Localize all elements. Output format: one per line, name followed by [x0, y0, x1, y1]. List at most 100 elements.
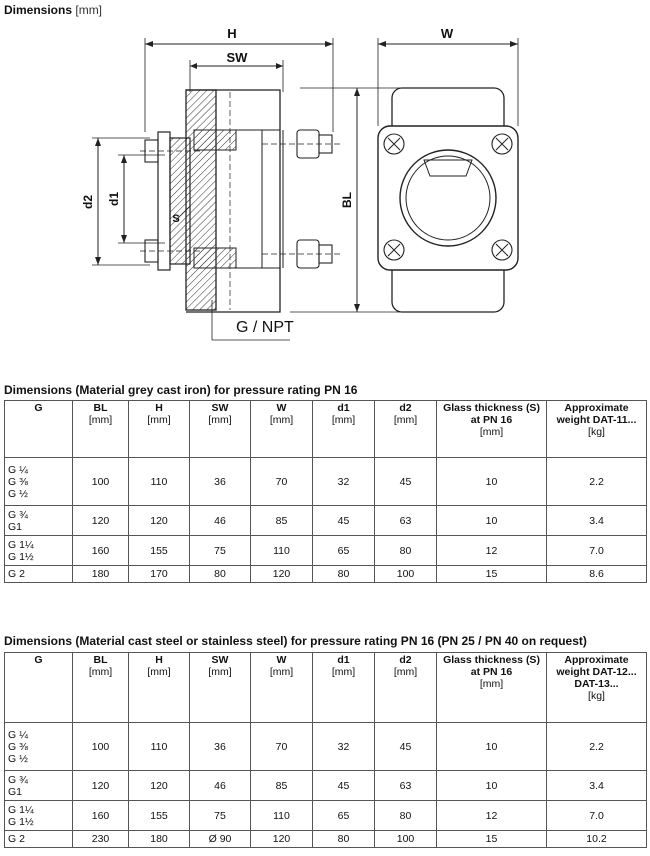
table-cell: 15	[436, 830, 547, 848]
table1-header-unit: [mm]	[147, 414, 171, 426]
table1-header-8: Approximate weight DAT-11...[kg]	[546, 400, 647, 458]
table1-title: Dimensions (Material grey cast iron) for…	[4, 383, 358, 397]
table2-title: Dimensions (Material cast steel or stain…	[4, 634, 587, 648]
label-g-npt: G / NPT	[236, 319, 294, 336]
table-cell: 15	[436, 565, 547, 583]
table-cell: 10.2	[546, 830, 647, 848]
table-cell: 3.4	[546, 505, 647, 536]
table1-header-label: d2	[399, 402, 412, 414]
table-cell: 120	[250, 830, 313, 848]
label-s: S	[172, 213, 179, 225]
table-cell: 120	[250, 565, 313, 583]
table1-header-7: Glass thickness (S) at PN 16[mm]	[436, 400, 547, 458]
table2-header-label: Approximate weight DAT-12... DAT-13...	[556, 654, 637, 690]
table-cell: 45	[374, 457, 437, 506]
table1-header-label: BL	[93, 402, 108, 414]
table1-header-unit: [mm]	[393, 414, 418, 426]
table-cell: 100	[374, 830, 437, 848]
table2-header-label: W	[276, 654, 287, 666]
table2-header-label: d1	[337, 654, 350, 666]
table1-header-label: d1	[337, 402, 350, 414]
table1-header-unit: [kg]	[588, 426, 605, 438]
table2-header-0: G	[4, 652, 73, 723]
thread-size: G 1¼	[8, 538, 34, 551]
table-cell: 7.0	[546, 535, 647, 566]
thread-size: G1	[8, 785, 23, 798]
table-cell: 85	[250, 505, 313, 536]
thread-size: G 2	[8, 833, 25, 845]
table-cell: 2.2	[546, 722, 647, 771]
thread-size: G 1½	[8, 550, 34, 563]
table2-header-4: W[mm]	[250, 652, 313, 723]
table1-header-label: H	[155, 402, 163, 414]
table2-header-label: BL	[93, 654, 108, 666]
table1-header-unit: [mm]	[331, 414, 356, 426]
table-cell: 100	[72, 457, 129, 506]
label-d1: d1	[107, 192, 121, 206]
table-cell: 180	[72, 565, 129, 583]
table1-header-6: d2[mm]	[374, 400, 437, 458]
table2-header-unit: [mm]	[208, 666, 232, 678]
table-cell: 32	[312, 722, 375, 771]
thread-size: G ¾	[8, 773, 28, 786]
table-cell: 85	[250, 770, 313, 801]
thread-size: G 1½	[8, 815, 34, 828]
table1-header-label: G	[34, 402, 43, 414]
table1-header-2: H[mm]	[128, 400, 190, 458]
table1-header-4: W[mm]	[250, 400, 313, 458]
table-cell: 70	[250, 457, 313, 506]
table-cell: 45	[312, 770, 375, 801]
table1-header-label: W	[276, 402, 287, 414]
table-cell: 10	[436, 722, 547, 771]
table2-header-6: d2[mm]	[374, 652, 437, 723]
table2-header-2: H[mm]	[128, 652, 190, 723]
label-sw: SW	[227, 50, 249, 65]
thread-size: G1	[8, 520, 23, 533]
table-cell: 160	[72, 800, 129, 831]
table2-header-unit: [mm]	[88, 666, 113, 678]
table-cell: 110	[250, 535, 313, 566]
table2-header-unit: [mm]	[331, 666, 356, 678]
thread-size: G 2	[8, 568, 25, 580]
table-cell: 120	[72, 770, 129, 801]
table2-header-unit: [mm]	[147, 666, 171, 678]
table-cell: 10	[436, 770, 547, 801]
table1-header-3: SW[mm]	[189, 400, 251, 458]
table2-header-5: d1[mm]	[312, 652, 375, 723]
table1-header-unit: [mm]	[88, 414, 113, 426]
table-cell: 45	[312, 505, 375, 536]
table2-header-8: Approximate weight DAT-12... DAT-13...[k…	[546, 652, 647, 723]
table1-header-unit: [mm]	[479, 426, 504, 438]
table-cell: 155	[128, 535, 190, 566]
table-cell: 12	[436, 535, 547, 566]
table1-header-label: Glass thickness (S) at PN 16	[443, 402, 540, 426]
table-cell: 63	[374, 505, 437, 536]
thread-size: G ¼	[8, 463, 28, 476]
table-cell: 8.6	[546, 565, 647, 583]
table-cell: 80	[312, 830, 375, 848]
table-cell: 110	[250, 800, 313, 831]
table1-header-label: SW	[211, 402, 229, 414]
table-cell: 7.0	[546, 800, 647, 831]
table-cell: 36	[189, 722, 251, 771]
table-cell: 80	[374, 535, 437, 566]
table-cell: 32	[312, 457, 375, 506]
table2-header-3: SW[mm]	[189, 652, 251, 723]
table-cell: 75	[189, 800, 251, 831]
table-cell: 230	[72, 830, 129, 848]
label-d2: d2	[81, 195, 95, 209]
table1-header-unit: [mm]	[208, 414, 232, 426]
table1-header-unit: [mm]	[269, 414, 294, 426]
table1-header-0: G	[4, 400, 73, 458]
table2-header-label: G	[34, 654, 43, 666]
table-cell: 36	[189, 457, 251, 506]
